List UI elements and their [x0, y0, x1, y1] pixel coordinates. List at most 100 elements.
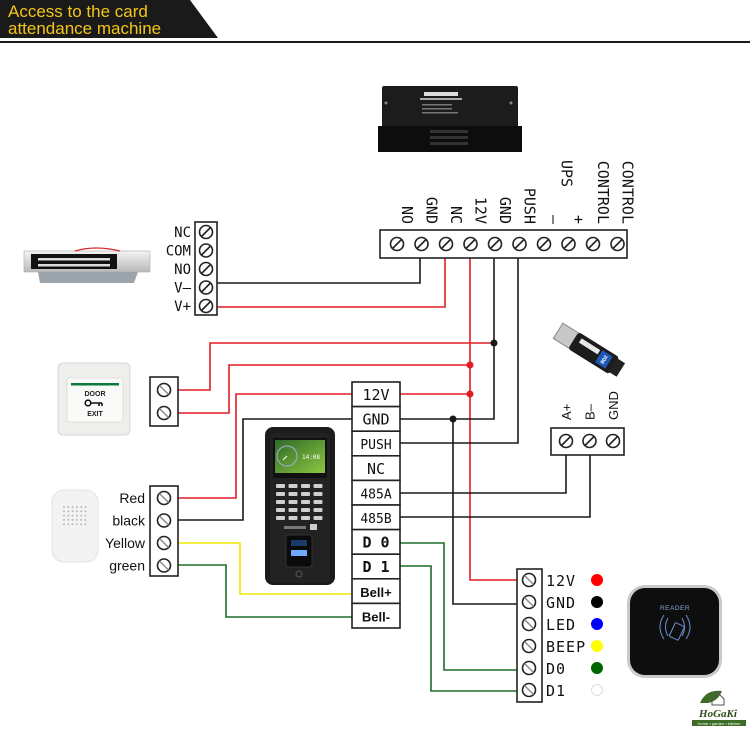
psu-screw-3 [438, 236, 454, 252]
doorbell-screw-4 [156, 558, 172, 573]
controller-terminal-label: NC [367, 460, 385, 478]
psu-screw-7 [536, 236, 552, 252]
converter-terminal-label: A+ [559, 404, 574, 420]
doorbell-wire-label: green [109, 558, 145, 574]
psu-screw-1 [389, 236, 405, 252]
wire-bell-green [178, 564, 352, 618]
controller-terminal-cell [351, 577, 401, 605]
psu-terminal-label: CONTROL [594, 161, 612, 224]
maglock-screw-1 [198, 224, 214, 240]
reader-screw-6 [521, 682, 537, 698]
junction-12v-ctrl [466, 390, 474, 398]
reader-terminal-label: D1 [546, 682, 566, 700]
maglock-terminal-label: NC [174, 225, 191, 241]
converter-badge: BOX [600, 355, 610, 366]
wires [178, 258, 591, 692]
maglock-screw-3 [198, 261, 214, 277]
wire-d1 [400, 565, 517, 692]
exit-terminal-screw-2 [156, 405, 172, 421]
wire-d0 [400, 542, 517, 671]
reader-screw-1 [521, 572, 537, 588]
controller-terminal-cell [351, 553, 401, 580]
wire-maglock-vplus [217, 258, 446, 308]
leaf-house-icon [700, 690, 722, 703]
converter-screw-1 [558, 433, 574, 449]
psu-ups-label: UPS [557, 160, 575, 187]
reader-terminal-block [516, 568, 543, 703]
controller-terminal-label: PUSH [360, 438, 391, 453]
logo-tagline: Home • garden • kitchen [697, 721, 740, 726]
exit-button-image: DOOR EXIT [57, 362, 131, 436]
wire-color-dot [591, 618, 603, 630]
controller-terminal-label: 485A [360, 487, 391, 502]
wire-color-dot [591, 662, 603, 674]
reader-terminal-label: 12V [546, 572, 576, 590]
converter-terminal-label: GND [606, 391, 621, 420]
converter-screw-3 [605, 433, 621, 449]
psu-terminal-label: + [570, 215, 588, 224]
rs485-converter-image: BOX [552, 322, 626, 377]
psu-screw-2 [414, 236, 429, 252]
key-icon [84, 399, 92, 407]
maglock-terminal-label: COM [166, 244, 191, 260]
psu-screw-9 [585, 236, 601, 252]
controller-terminal-cell [351, 405, 401, 433]
maglock-terminal-label: NO [174, 262, 191, 278]
doorbell-screw-2 [156, 513, 172, 528]
hogaki-logo: HoGaKi Home • garden • kitchen [692, 690, 746, 726]
power-supply-box-image [378, 86, 522, 152]
controller-terminal-cell [351, 528, 401, 555]
title-line-2: attendance machine [8, 19, 162, 38]
magnetic-lock-image [23, 247, 151, 283]
doorbell-image [51, 489, 99, 563]
psu-terminal-label: NC [447, 206, 465, 224]
controller-terminal-label: Bell- [362, 609, 390, 624]
junction-gnd-exit [490, 339, 498, 347]
wire-exit-1 [178, 342, 494, 391]
converter-screw-2 [582, 433, 597, 449]
psu-terminal-label: CONTROL [619, 161, 637, 224]
psu-screw-4 [463, 236, 478, 252]
title-line-1: Access to the card [8, 2, 148, 21]
controller-terminal-label: D 1 [362, 558, 389, 576]
psu-terminal-label: 12V [472, 197, 490, 224]
wire-485a [400, 455, 567, 494]
exit-button-exit-text: EXIT [87, 411, 103, 418]
wire-color-dot [591, 684, 603, 696]
reader-terminal-label: LED [546, 616, 576, 634]
title-banner: Access to the card attendance machine [0, 0, 750, 44]
exit-button: DOOR EXIT [57, 362, 179, 436]
wire-485b [400, 455, 591, 518]
wire-reader-gnd [452, 419, 517, 605]
card-reader: READER [627, 585, 722, 678]
reader-screw-5 [521, 660, 537, 676]
controller-terminal-cell [351, 479, 401, 506]
controller-terminal-label: D 0 [362, 534, 389, 552]
converter-terminal-label: B– [583, 403, 598, 420]
doorbell-screw-1 [156, 490, 172, 506]
junction-12v-exit [466, 361, 474, 369]
maglock-terminal-label: V– [174, 281, 191, 297]
psu-terminal-label: NO [398, 206, 416, 224]
controller-terminal-label: 12V [362, 386, 389, 404]
maglock-screw-5 [198, 298, 214, 314]
wire-color-dot [591, 640, 603, 652]
reader-screw-3 [521, 616, 537, 632]
wire-color-dot [591, 574, 603, 586]
logo-name: HoGaKi [698, 708, 738, 720]
wire-bell-black [178, 418, 352, 521]
controller-terminal-cell [351, 430, 401, 457]
psu-screw-8 [561, 236, 576, 252]
psu-screw-10 [610, 236, 625, 252]
controller-terminal-label: GND [362, 411, 389, 429]
reader-terminal-label: GND [546, 594, 576, 612]
rs485-converter: BOX A+ B– GND [550, 322, 626, 456]
doorbell-wire-label: Red [119, 490, 145, 506]
card-reader-label: READER [660, 605, 690, 612]
